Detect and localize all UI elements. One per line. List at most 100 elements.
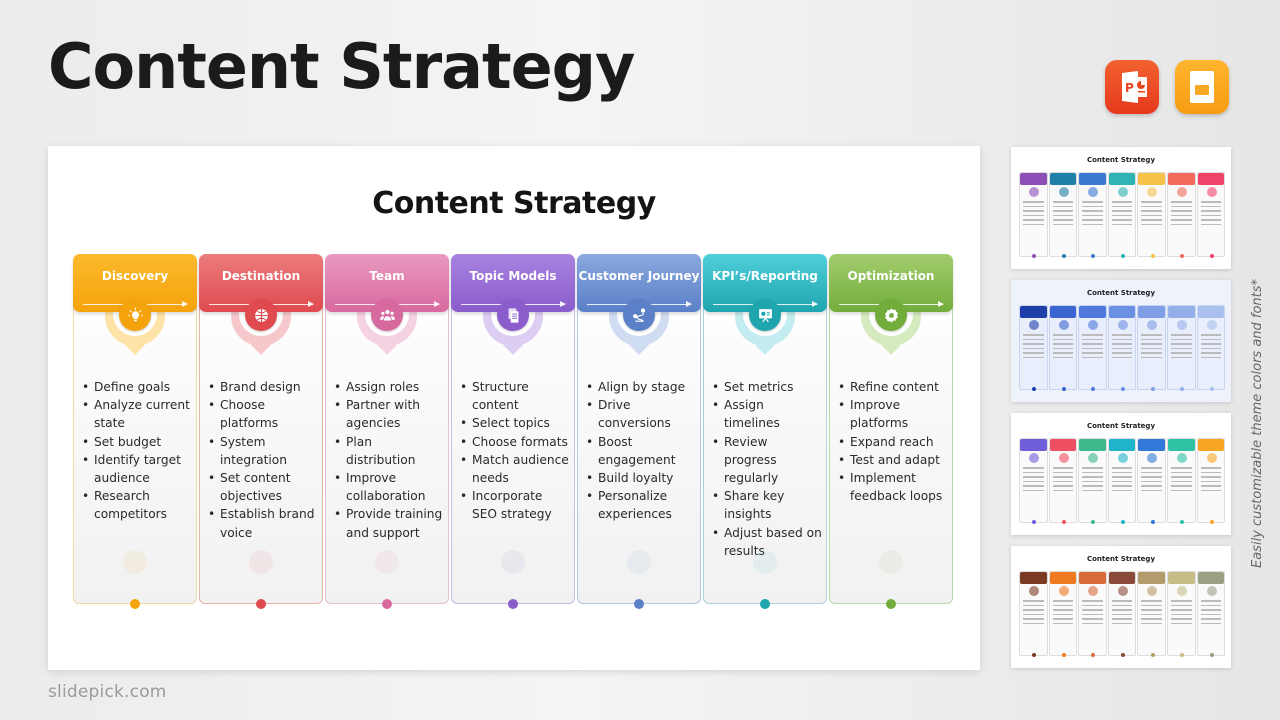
strategy-column-destination: Destination Brand designChoose platforms… [199, 254, 323, 609]
timeline-dot [886, 599, 896, 609]
strategy-column-discovery: Discovery Define goalsAnalyze current st… [73, 254, 197, 609]
bullet-item: Choose platforms [207, 396, 319, 432]
documents-icon [497, 299, 529, 331]
bullet-item: Assign timelines [711, 396, 823, 432]
bullet-item: Expand reach [837, 433, 949, 451]
strategy-column-customer-journey: Customer Journey Align by stageDrive con… [577, 254, 701, 609]
bullet-item: Drive conversions [585, 396, 697, 432]
bullet-item: Identify target audience [81, 451, 193, 487]
thumbnail-title: Content Strategy [1086, 156, 1156, 164]
column-header: Topic Models [451, 254, 575, 312]
bullet-item: Define goals [81, 378, 193, 396]
bullet-item: System integration [207, 433, 319, 469]
strategy-column-team: Team Assign rolesPartner with agenciesPl… [325, 254, 449, 609]
thumbnail-title: Content Strategy [1086, 555, 1156, 563]
column-title: Destination [221, 269, 301, 283]
main-slide-preview: Content Strategy Discovery Define goalsA… [48, 146, 980, 670]
thumbnail-column [1019, 172, 1048, 258]
bullet-item: Set content objectives [207, 469, 319, 505]
bullet-item: Boost engagement [585, 433, 697, 469]
bullet-item: Set budget [81, 433, 193, 451]
bullet-item: Refine content [837, 378, 949, 396]
bullet-list: Define goalsAnalyze current stateSet bud… [81, 378, 193, 524]
thumbnail-column [1019, 305, 1048, 391]
google-slides-icon[interactable] [1175, 60, 1229, 114]
bullet-list: Set metricsAssign timelinesReview progre… [711, 378, 823, 560]
bullet-item: Set metrics [711, 378, 823, 396]
bullet-item: Build loyalty [585, 469, 697, 487]
theme-thumbnail[interactable]: Content Strategy [1011, 147, 1231, 269]
route-icon [623, 299, 655, 331]
bullet-item: Test and adapt [837, 451, 949, 469]
watermark-documents-icon [501, 550, 525, 574]
strategy-column-kpi-s-reporting: KPI’s/Reporting Set metricsAssign timeli… [703, 254, 827, 609]
strategy-columns: Discovery Define goalsAnalyze current st… [73, 254, 953, 609]
thumbnail-column [1166, 172, 1196, 258]
page-title: Content Strategy [48, 30, 635, 103]
thumbnail-column [1166, 571, 1196, 657]
thumbnail-column [1107, 438, 1137, 524]
timeline-dot [634, 599, 644, 609]
watermark-gear-icon [879, 550, 903, 574]
bullet-item: Align by stage [585, 378, 697, 396]
bullet-item: Establish brand voice [207, 505, 319, 541]
timeline-dot [508, 599, 518, 609]
bullet-item: Analyze current state [81, 396, 193, 432]
thumbnail-title: Content Strategy [1086, 289, 1156, 297]
timeline-dot [760, 599, 770, 609]
gear-icon [875, 299, 907, 331]
thumbnail-column [1137, 172, 1166, 258]
thumbnail-column [1196, 438, 1226, 524]
thumbnail-column [1166, 438, 1196, 524]
side-note: Easily customizable theme colors and fon… [1250, 278, 1265, 568]
column-title: Customer Journey [578, 269, 700, 283]
column-title: Optimization [847, 269, 935, 283]
thumbnail-column [1137, 438, 1166, 524]
bullet-item: Partner with agencies [333, 396, 445, 432]
bullet-item: Match audience needs [459, 451, 571, 487]
column-title: Team [369, 269, 405, 283]
theme-thumbnail[interactable]: Content Strategy [1011, 546, 1231, 668]
bullet-item: Provide training and support [333, 505, 445, 541]
thumbnail-column [1137, 571, 1166, 657]
thumbnail-column [1196, 172, 1226, 258]
app-icons: P [1105, 60, 1229, 114]
powerpoint-icon[interactable]: P [1105, 60, 1159, 114]
column-title: Discovery [101, 269, 169, 283]
slides-glyph-icon [1190, 71, 1214, 103]
bullet-item: Plan distribution [333, 433, 445, 469]
timeline-dot [382, 599, 392, 609]
thumbnail-column [1107, 305, 1137, 391]
watermark-users-icon [375, 550, 399, 574]
thumbnail-column [1048, 305, 1078, 391]
slide-title: Content Strategy [372, 186, 656, 221]
bullet-list: Assign rolesPartner with agenciesPlan di… [333, 378, 445, 542]
theme-thumbnail[interactable]: Content Strategy [1011, 413, 1231, 535]
thumbnail-column [1048, 571, 1078, 657]
bullet-item: Share key insights [711, 487, 823, 523]
thumbnail-column [1107, 571, 1137, 657]
thumbnail-column [1048, 172, 1078, 258]
column-title: Topic Models [469, 269, 557, 283]
bullet-list: Refine contentImprove platformsExpand re… [837, 378, 949, 505]
bullet-item: Incorporate SEO strategy [459, 487, 571, 523]
thumbnail-column [1078, 305, 1107, 391]
bullet-item: Improve platforms [837, 396, 949, 432]
bullet-item: Brand design [207, 378, 319, 396]
thumbnail-column [1078, 571, 1107, 657]
bullet-item: Choose formats [459, 433, 571, 451]
bullet-item: Select topics [459, 414, 571, 432]
thumbnail-column [1196, 305, 1226, 391]
thumbnail-column [1078, 172, 1107, 258]
thumbnail-column [1019, 571, 1048, 657]
users-icon [371, 299, 403, 331]
thumbnail-column [1019, 438, 1048, 524]
bullet-item: Improve collaboration [333, 469, 445, 505]
theme-thumbnails: Content Strategy [1011, 147, 1231, 679]
strategy-column-optimization: Optimization Refine contentImprove platf… [829, 254, 953, 609]
theme-thumbnail[interactable]: Content Strategy [1011, 280, 1231, 402]
watermark-globe-icon [249, 550, 273, 574]
bullet-item: Personalize experiences [585, 487, 697, 523]
thumbnail-column [1107, 172, 1137, 258]
bullet-item: Structure content [459, 378, 571, 414]
